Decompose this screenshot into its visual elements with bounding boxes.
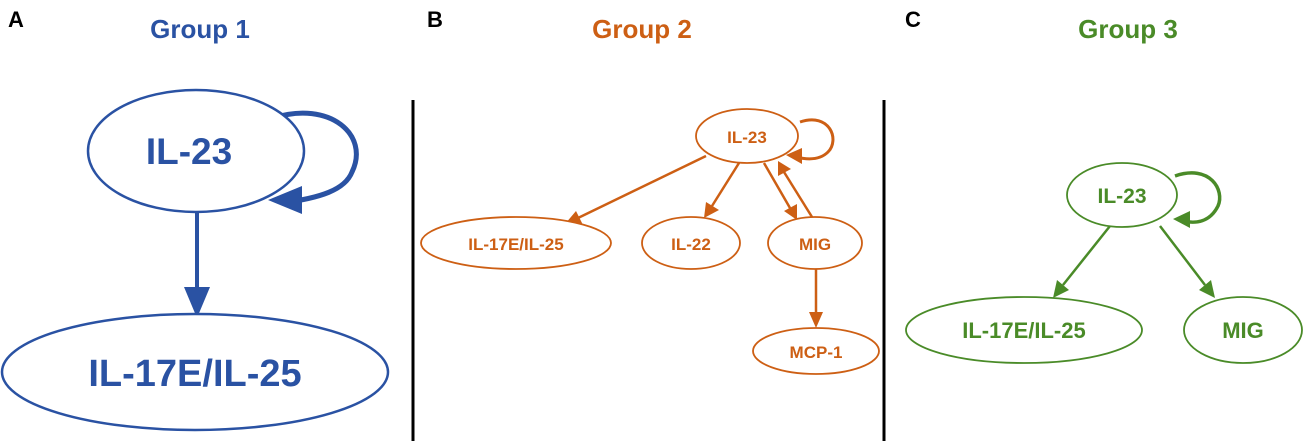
panel-a: A Group 1 IL-23 IL-17E/IL-25 <box>0 7 390 432</box>
node-il23-c <box>1066 162 1178 228</box>
node-il17e-il25-b-label: IL-17E/IL-25 <box>468 235 563 254</box>
edge-mig-to-il23-b <box>782 171 814 218</box>
panel-b: B Group 2 IL-23 IL-17E/IL-25 IL-22 MIG M… <box>420 7 880 375</box>
arrowhead-il23-self-loop <box>268 186 302 214</box>
node-il23-b <box>695 108 799 164</box>
node-il17e-il25-c <box>905 296 1143 364</box>
node-il22-b <box>641 216 741 270</box>
node-mcp1-b <box>752 327 880 375</box>
node-il17e-il25-label: IL-17E/IL-25 <box>88 353 301 395</box>
arrowhead-il23-to-mig-c <box>1199 280 1215 298</box>
edge-il23-to-mig-c <box>1159 225 1206 286</box>
group-3-title: Group 3 <box>1078 14 1178 44</box>
node-mig-b-label: MIG <box>799 235 831 254</box>
edge-il23-to-mig-b <box>762 162 792 209</box>
group-2-title: Group 2 <box>592 14 692 44</box>
edge-il23-to-il17e-c <box>1062 225 1111 286</box>
arrowhead-il23-to-mig-b <box>784 204 797 220</box>
node-il23-b-label: IL-23 <box>727 128 767 147</box>
node-il22-b-label: IL-22 <box>671 235 711 254</box>
edge-il23-self-loop-b <box>795 118 835 161</box>
panel-c: C Group 3 IL-23 IL-17E/IL-25 MIG <box>905 7 1303 364</box>
node-mig-b <box>767 216 863 270</box>
node-il23 <box>86 88 306 214</box>
arrowhead-il23-to-il17e <box>184 287 210 318</box>
node-mcp1-b-label: MCP-1 <box>790 343 843 362</box>
node-mig-c-label: MIG <box>1222 318 1264 343</box>
arrowhead-il23-to-il22-b <box>704 202 719 218</box>
arrowhead-il23-self-loop-b <box>786 148 802 164</box>
node-il23-label: IL-23 <box>146 131 232 172</box>
node-mig-c <box>1183 296 1303 364</box>
arrowhead-il23-to-il17e-c <box>1053 280 1069 298</box>
edge-il23-self-loop-c <box>1174 171 1222 224</box>
arrowhead-il23-self-loop-c <box>1173 211 1190 228</box>
arrowhead-mig-to-il23-b <box>778 161 791 176</box>
panel-letter-a: A <box>8 7 24 32</box>
panel-letter-c: C <box>905 7 921 32</box>
node-il17e-il25-c-label: IL-17E/IL-25 <box>962 318 1085 343</box>
node-il17e-il25 <box>0 312 390 432</box>
edge-il23-to-il17e-b <box>577 154 707 220</box>
node-il17e-il25-b <box>420 216 612 270</box>
group-1-title: Group 1 <box>150 14 250 44</box>
arrowhead-mig-to-mcp1-b <box>809 312 823 328</box>
edge-il23-to-il22-b <box>710 162 741 207</box>
panel-letter-b: B <box>427 7 443 32</box>
edge-il23-self-loop <box>272 110 359 206</box>
node-il23-c-label: IL-23 <box>1097 185 1146 208</box>
